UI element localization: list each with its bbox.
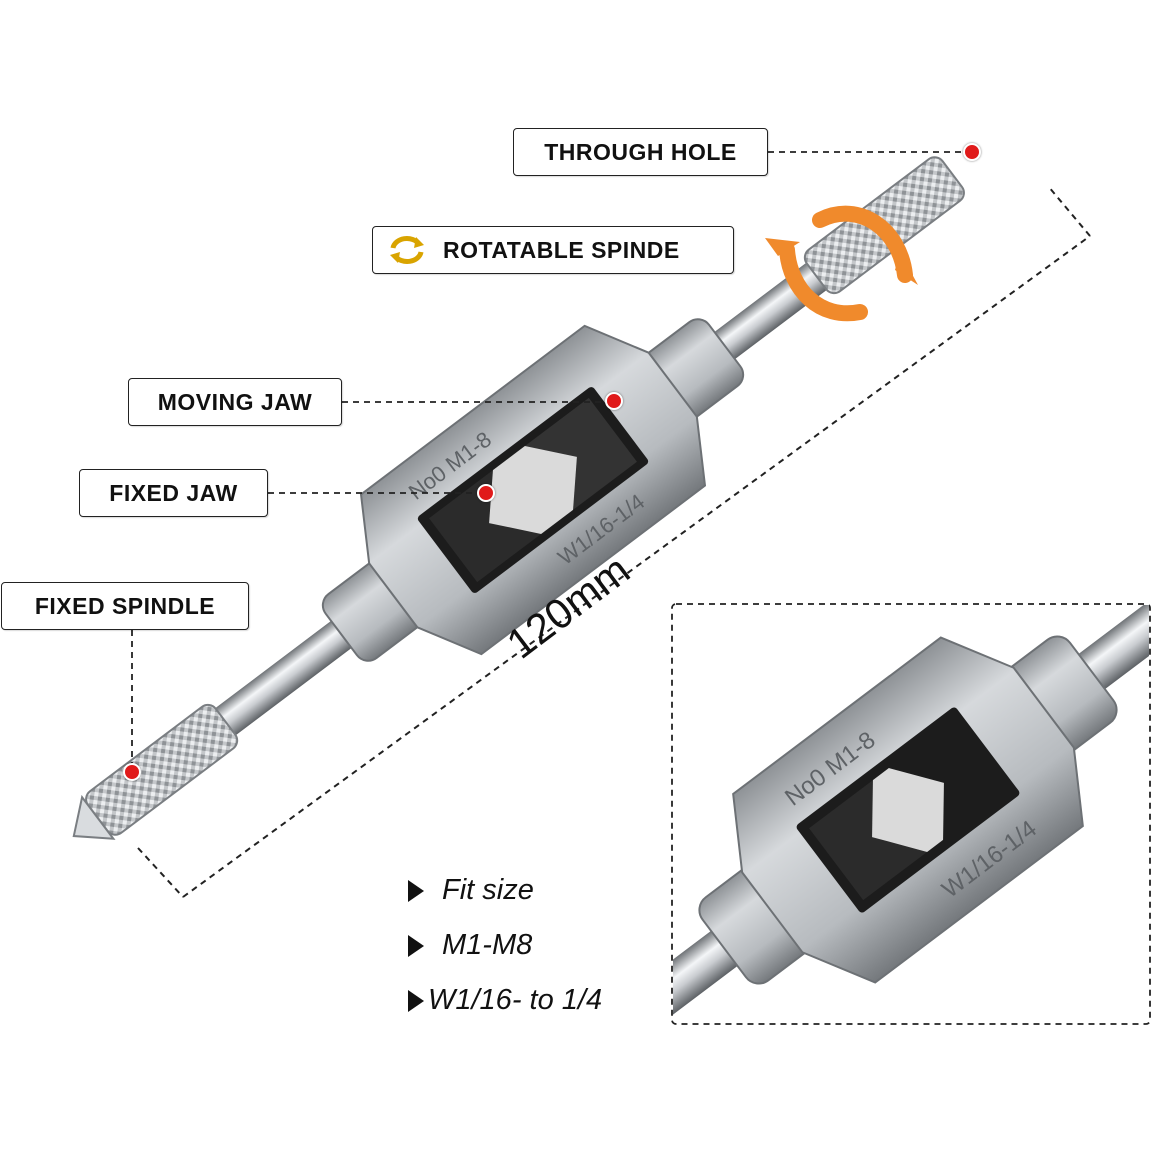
rotate-icon	[390, 236, 424, 264]
fixed-spindle-knurl	[85, 703, 239, 836]
fit-item-text: W1/16- to 1/4	[428, 984, 603, 1016]
fit-item-1: Fit size	[408, 874, 534, 907]
fit-item-text: Fit size	[442, 874, 534, 906]
jaw-gap	[489, 446, 577, 534]
rotatable-spindle-text: ROTATABLE SPINDE	[443, 236, 680, 263]
moving-jaw-label: MOVING JAW	[128, 378, 342, 426]
through-hole-label: THROUGH HOLE	[513, 128, 768, 176]
fixed-jaw-marker	[477, 484, 495, 502]
fit-item-text: M1-M8	[442, 929, 533, 961]
fixed-jaw-label: FIXED JAW	[79, 469, 268, 517]
bullet-triangle-icon	[408, 989, 424, 1012]
bullet-triangle-icon	[408, 934, 424, 957]
fixed-spindle-label: FIXED SPINDLE	[1, 582, 249, 630]
fixed-spindle-tip	[72, 794, 116, 840]
moving-jaw	[524, 397, 637, 510]
moving-jaw-marker	[605, 392, 623, 410]
rotatable-spindle-label: ROTATABLE SPINDE	[372, 226, 734, 274]
inset-frame	[671, 603, 1151, 1025]
fit-item-3: W1/16- to 1/4	[408, 984, 602, 1017]
fixed-jaw	[429, 470, 542, 583]
rotation-arrow-icon	[765, 205, 918, 322]
inset-wrench-closeup: No0 M1-8 W1/16-1/4	[673, 605, 1149, 1023]
dimension-bracket	[137, 185, 1091, 898]
bullet-triangle-icon	[408, 879, 424, 902]
fixed-spindle-marker	[123, 763, 141, 781]
fit-item-2: M1-M8	[408, 929, 532, 962]
through-hole-marker	[963, 143, 981, 161]
leader-lines	[131, 151, 965, 765]
